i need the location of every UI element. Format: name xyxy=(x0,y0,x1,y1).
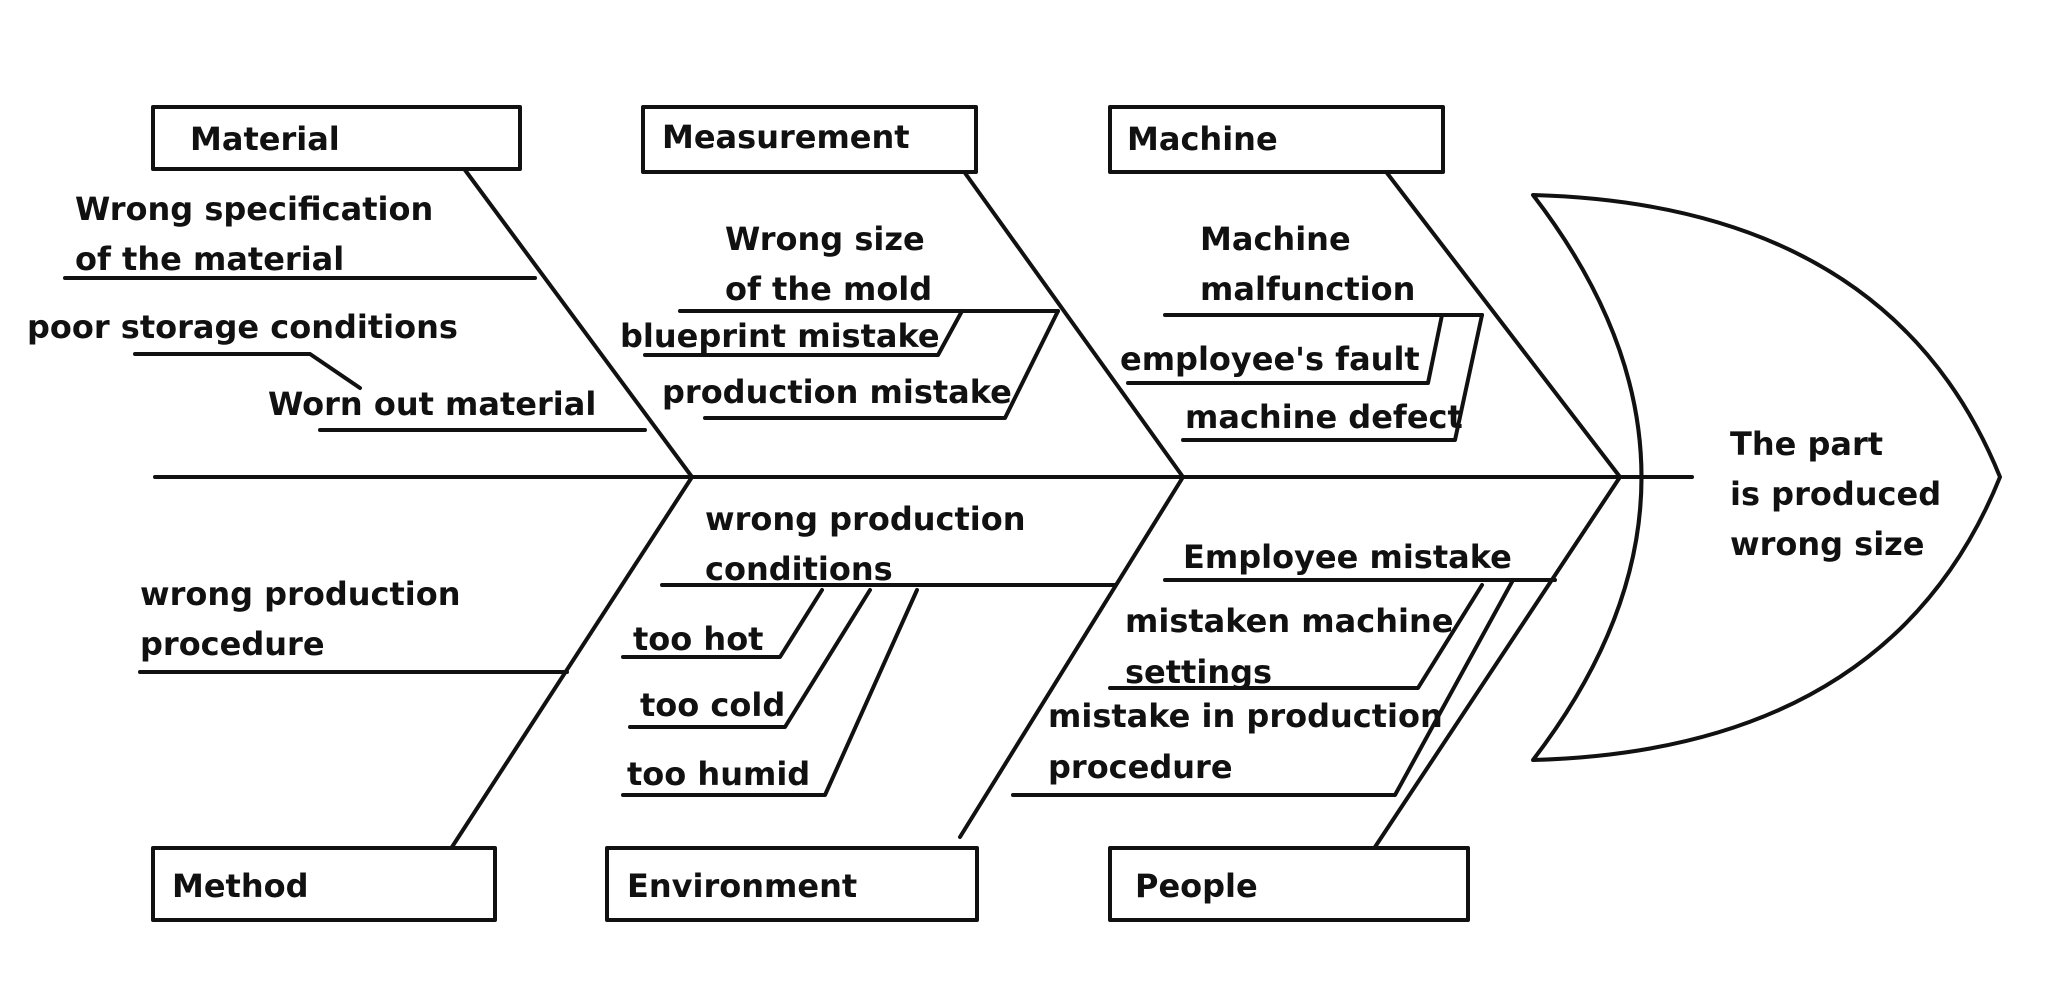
material-bone xyxy=(463,168,694,479)
measurement-cause-size-line2: of the mold xyxy=(725,270,932,308)
environment-cause-too-humid: too humid xyxy=(627,755,810,793)
machine-cause-malfunction-line1: Machine xyxy=(1200,220,1351,258)
measurement-cause-size-line1: Wrong size xyxy=(725,220,925,258)
people-cause-procedure-line1: mistake in production xyxy=(1048,697,1443,735)
machine-cause-defect: machine defect xyxy=(1185,398,1463,436)
people-box xyxy=(1108,846,1470,922)
machine-cause-malfunction-line2: malfunction xyxy=(1200,270,1415,308)
machine-box xyxy=(1108,105,1445,174)
people-cause-procedure-line2: procedure xyxy=(1048,748,1233,786)
people-cause-settings-line1: mistaken machine xyxy=(1125,602,1453,640)
material-cause-worn: Worn out material xyxy=(268,385,596,423)
method-label: Method xyxy=(172,867,309,905)
machine-cause-employee-fault: employee's fault xyxy=(1120,340,1420,378)
environment-cause-conditions-line1: wrong production xyxy=(705,500,1026,538)
environment-cause-too-hot-line xyxy=(621,588,824,659)
method-cause-procedure-line2: procedure xyxy=(140,625,325,663)
environment-cause-too-cold: too cold xyxy=(640,686,785,724)
method-cause-procedure-line1: wrong production xyxy=(140,575,461,613)
material-cause-spec-line1: Wrong specification xyxy=(75,190,433,228)
material-label: Material xyxy=(190,120,340,158)
measurement-cause-production: production mistake xyxy=(662,373,1012,411)
environment-cause-too-cold-line xyxy=(628,588,872,729)
people-label: People xyxy=(1135,867,1258,905)
measurement-label: Measurement xyxy=(662,118,910,156)
effect-head xyxy=(1531,193,2002,762)
machine-label: Machine xyxy=(1127,120,1278,158)
environment-cause-too-hot: too hot xyxy=(633,620,763,658)
material-cause-storage-line xyxy=(133,352,362,390)
people-cause-procedure-line xyxy=(1011,578,1515,797)
machine-cause-employee-fault-line xyxy=(1126,313,1444,385)
machine-bone xyxy=(1385,171,1622,479)
effect-label-line2: is produced xyxy=(1730,475,1941,513)
material-cause-spec-line2: of the material xyxy=(75,240,344,278)
effect-label-line3: wrong size xyxy=(1730,525,1925,563)
material-cause-storage: poor storage conditions xyxy=(27,308,458,346)
measurement-cause-blueprint: blueprint mistake xyxy=(620,317,940,355)
environment-box xyxy=(605,846,979,922)
environment-cause-too-humid-line xyxy=(621,588,919,797)
people-cause-settings-line2: settings xyxy=(1125,653,1272,691)
method-bone xyxy=(450,475,694,849)
machine-cause-defect-line xyxy=(1181,313,1484,442)
people-bone xyxy=(1373,475,1622,849)
effect-label-line1: The part xyxy=(1730,425,1883,463)
environment-cause-conditions-line2: conditions xyxy=(705,550,893,588)
people-cause-settings-line xyxy=(1108,583,1484,690)
method-box xyxy=(151,846,497,922)
environment-label: Environment xyxy=(627,867,857,905)
measurement-cause-blueprint-line xyxy=(643,309,964,357)
measurement-cause-production-line xyxy=(703,309,1060,420)
environment-bone xyxy=(958,475,1185,839)
measurement-box xyxy=(641,105,978,174)
measurement-bone xyxy=(963,171,1185,479)
material-box xyxy=(151,105,522,171)
people-cause-employee-mistake: Employee mistake xyxy=(1183,538,1512,576)
